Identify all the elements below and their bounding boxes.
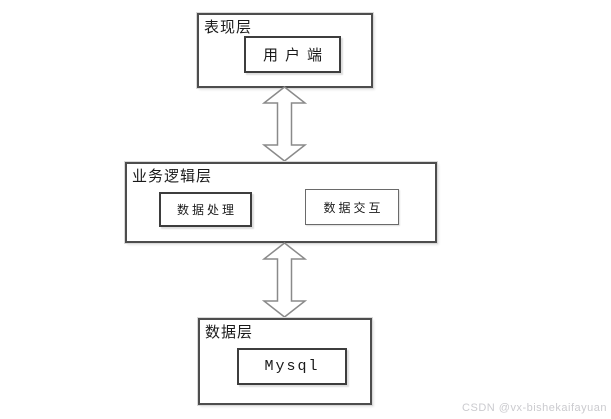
double-arrow-icon: [262, 86, 307, 162]
layer-data-label: 数据层: [205, 325, 254, 341]
csdn-watermark: CSDN @vx-bishekaifayuan: [462, 402, 607, 414]
double-arrow-icon: [262, 242, 307, 318]
node-mysql-label: Mysql: [264, 358, 320, 375]
layer-data: 数据层 Mysql: [197, 317, 373, 406]
node-data-processing-label: 数据处理: [176, 203, 237, 217]
node-data-interaction-label: 数据交互: [323, 200, 384, 215]
layer-presentation-label: 表现层: [204, 20, 253, 36]
layer-business-logic-label: 业务逻辑层: [132, 169, 213, 185]
node-mysql: Mysql: [237, 348, 347, 385]
node-client: 用户端: [244, 36, 341, 73]
node-data-processing: 数据处理: [159, 192, 252, 227]
layer-presentation: 表现层 用户端: [196, 12, 374, 89]
layer-business-logic: 业务逻辑层 数据处理 数据交互: [124, 161, 438, 244]
node-data-interaction: 数据交互: [305, 189, 399, 225]
node-client-label: 用户端: [262, 48, 329, 64]
